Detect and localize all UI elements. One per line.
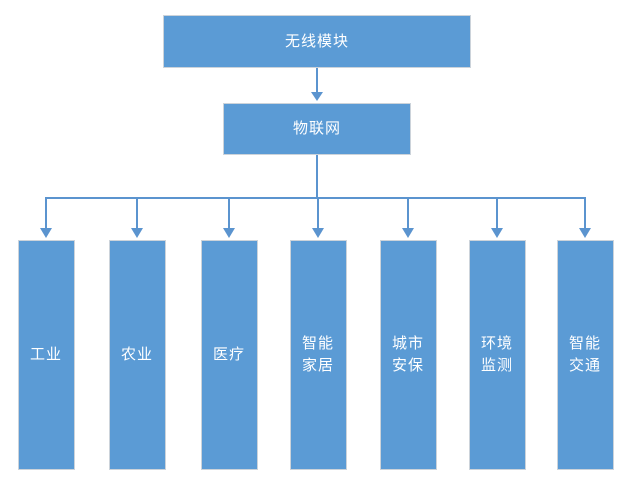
arrowhead-leaf-3 [223,228,235,238]
node-industry: 工业 [17,240,75,470]
node-label: 智能 家居 [301,334,334,374]
node-medical: 医疗 [200,240,258,470]
node-label: 工业 [29,345,62,364]
node-label: 城市 安保 [391,334,424,374]
node-label: 环境 监测 [480,334,513,374]
arrowhead-leaf-1 [40,228,52,238]
node-wireless-module: 无线模块 [163,15,471,68]
node-iot: 物联网 [223,103,411,155]
node-agriculture: 农业 [108,240,166,470]
arrowhead-leaf-2 [131,228,143,238]
node-label: 智能 交通 [568,334,601,374]
arrowhead-leaf-4 [312,228,324,238]
node-smart-transport: 智能 交通 [556,240,614,470]
arrowhead-leaf-5 [402,228,414,238]
node-label: 医疗 [212,345,245,364]
node-label: 农业 [120,345,153,364]
node-environment-monitoring: 环境 监测 [468,240,526,470]
node-label: 物联网 [292,119,341,138]
node-city-security: 城市 安保 [379,240,437,470]
arrowhead-leaf-7 [579,228,591,238]
node-label: 无线模块 [284,31,349,50]
node-smart-home: 智能 家居 [289,240,347,470]
arrowhead-leaf-6 [491,228,503,238]
arrowhead-hub [311,92,323,101]
